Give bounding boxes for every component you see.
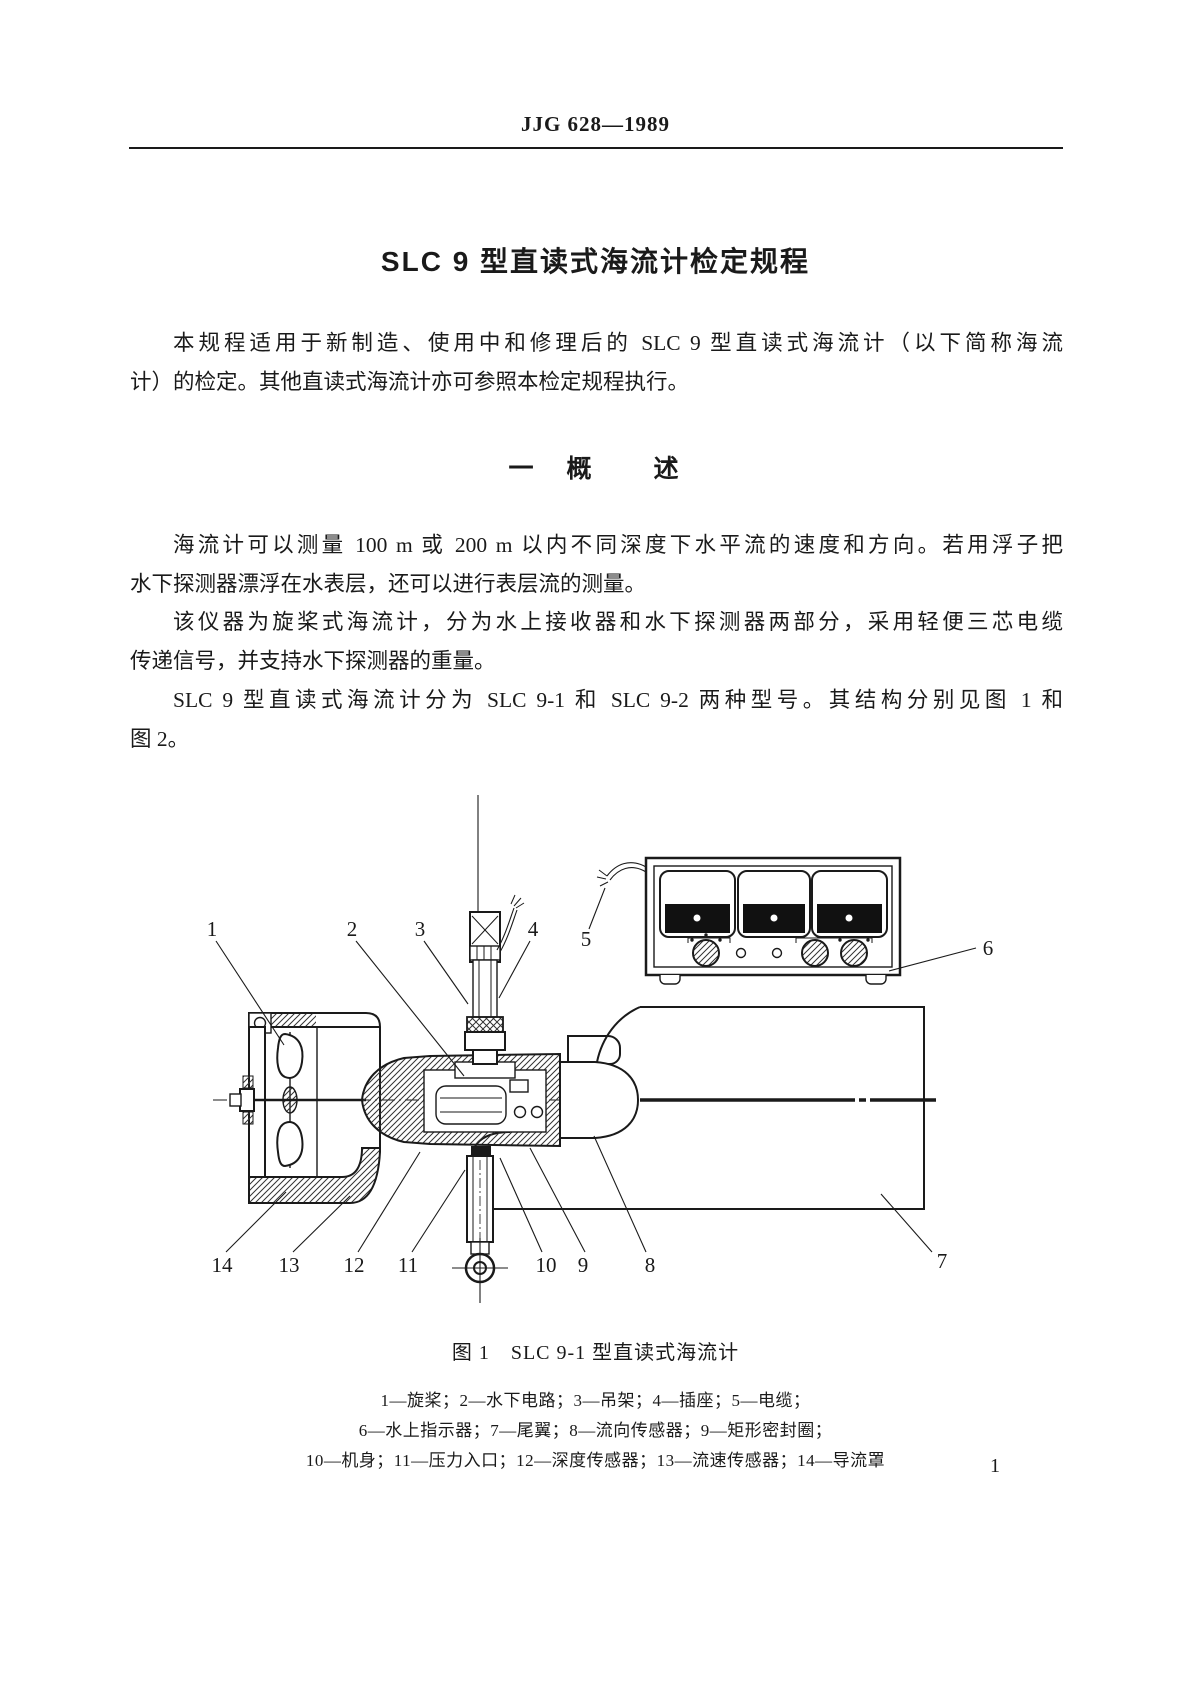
pressure-inlet-stem [452,1146,508,1303]
callout-8: 8 [645,1253,656,1277]
paragraph-line: 该仪器为旋桨式海流计，分为水上接收器和水下探测器两部分，采用轻便三芯电缆 [173,610,1063,634]
socket [464,1031,506,1051]
callout-4: 4 [528,917,539,941]
paragraph-line: 本规程适用于新制造、使用中和修理后的 SLC 9 型直读式海流计（以下简称海流 [173,331,1063,355]
paragraph-line: 海流计可以测量 100 m 或 200 m 以内不同深度下水平流的速度和方向。若… [173,533,1063,557]
knob [801,939,829,967]
paragraph-line: 水下探测器漂浮在水表层，还可以进行表层流的测量。 [130,572,647,596]
hanging-bracket [464,795,525,1065]
callout-5: 5 [581,927,592,951]
paragraph-line: SLC 9 型直读式海流计分为 SLC 9-1 和 SLC 9-2 两种型号。其… [173,688,1063,712]
page-number: 1 [990,1455,1000,1477]
paragraph-line: 图 2。 [130,727,190,751]
doc-code-header: JJG 628—1989 [520,112,671,136]
instrument-body [360,1052,561,1148]
callout-9: 9 [578,1253,589,1277]
callout-2: 2 [347,917,358,941]
paragraph-line: 传递信号，并支持水下探测器的重量。 [130,649,496,673]
figure-legend-line: 6—水上指示器；7—尾翼；8—流向传感器；9—矩形密封圈； [358,1421,833,1440]
callout-10: 10 [536,1253,557,1277]
callout-13: 13 [279,1253,300,1277]
callout-7: 7 [937,1249,948,1273]
callout-6: 6 [983,936,994,960]
figure-caption: 图 1 SLC 9-1 型直读式海流计 [451,1342,740,1364]
callout-12: 12 [344,1253,365,1277]
figure-diagram: 1 2 3 4 5 6 7 8 9 10 11 12 13 14 [207,795,994,1303]
surface-indicator-unit [596,856,902,985]
propeller [229,1032,366,1168]
direction-sensor [559,1006,641,1139]
callout-11: 11 [398,1253,418,1277]
knob [692,939,720,967]
knob [840,939,868,967]
callout-1: 1 [207,917,218,941]
doc-title: SLC 9 型直读式海流计检定规程 [380,246,811,277]
propeller-shroud [248,1012,382,1204]
fin-leading-edge [596,1006,641,1063]
cable [606,862,647,877]
figure-legend-line: 10—机身；11—压力入口；12—深度传感器；13—流速传感器；14—导流罩 [305,1451,886,1470]
callout-labels: 1 2 3 4 5 6 7 8 9 10 11 12 13 14 [207,887,994,1277]
callout-3: 3 [415,917,426,941]
paragraph-line: 计）的检定。其他直读式海流计亦可参照本检定规程执行。 [130,370,690,394]
callout-14: 14 [212,1253,234,1277]
figure-legend-line: 1—旋桨；2—水下电路；3—吊架；4—插座；5—电缆； [380,1391,811,1410]
section-heading: 一 概 述 [508,455,683,483]
header-rule [129,147,1063,149]
